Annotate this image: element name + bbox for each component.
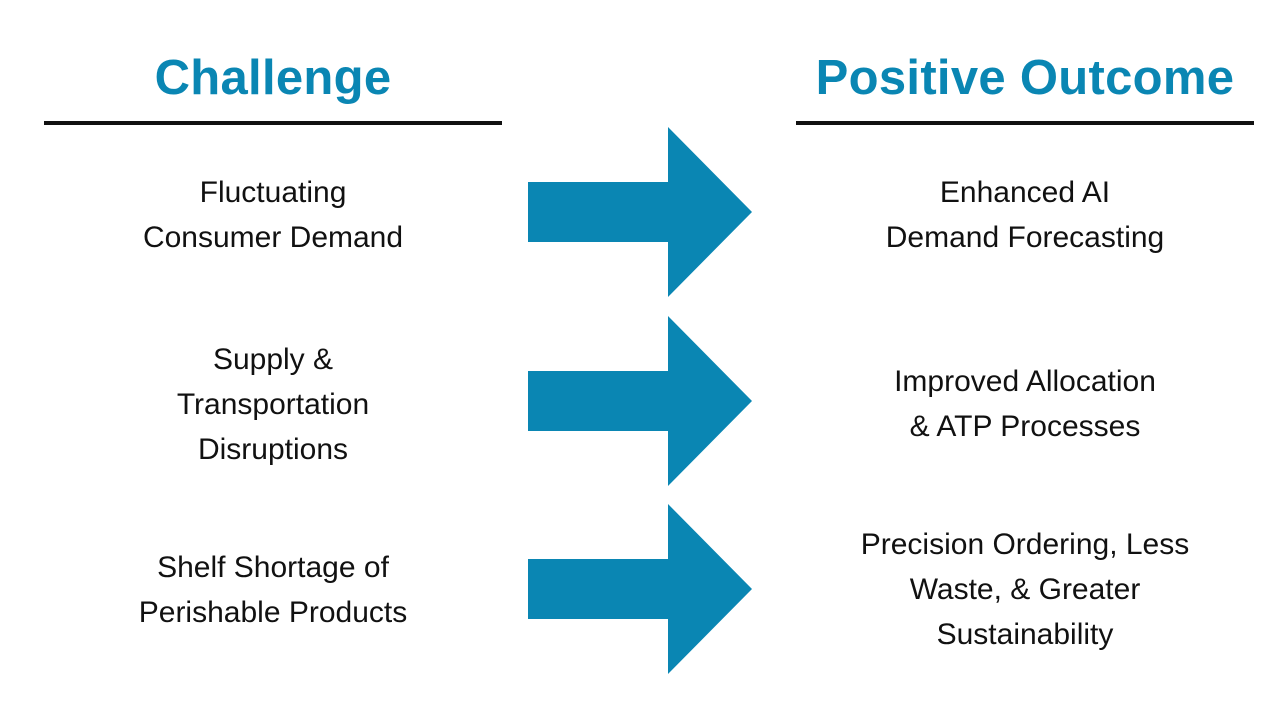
challenge-item-3: Shelf Shortage of Perishable Products xyxy=(138,551,408,629)
outcome-item-1: Enhanced AI Demand Forecasting xyxy=(885,176,1165,254)
outcome-heading-underline xyxy=(796,121,1254,125)
challenge-item-2: Supply & Transportation Disruptions xyxy=(176,343,370,466)
right-arrow-icon xyxy=(528,316,752,486)
outcome-item-3: Precision Ordering, Less Waste, & Greate… xyxy=(860,528,1190,651)
positive-outcome-heading: Positive Outcome xyxy=(815,51,1235,105)
challenge-heading-underline xyxy=(44,121,502,125)
right-arrow-icon xyxy=(528,504,752,674)
challenge-item-1: Fluctuating Consumer Demand xyxy=(142,176,404,254)
outcome-item-2: Improved Allocation & ATP Processes xyxy=(894,365,1156,443)
challenge-heading: Challenge xyxy=(154,51,392,105)
right-arrow-icon xyxy=(528,127,752,297)
